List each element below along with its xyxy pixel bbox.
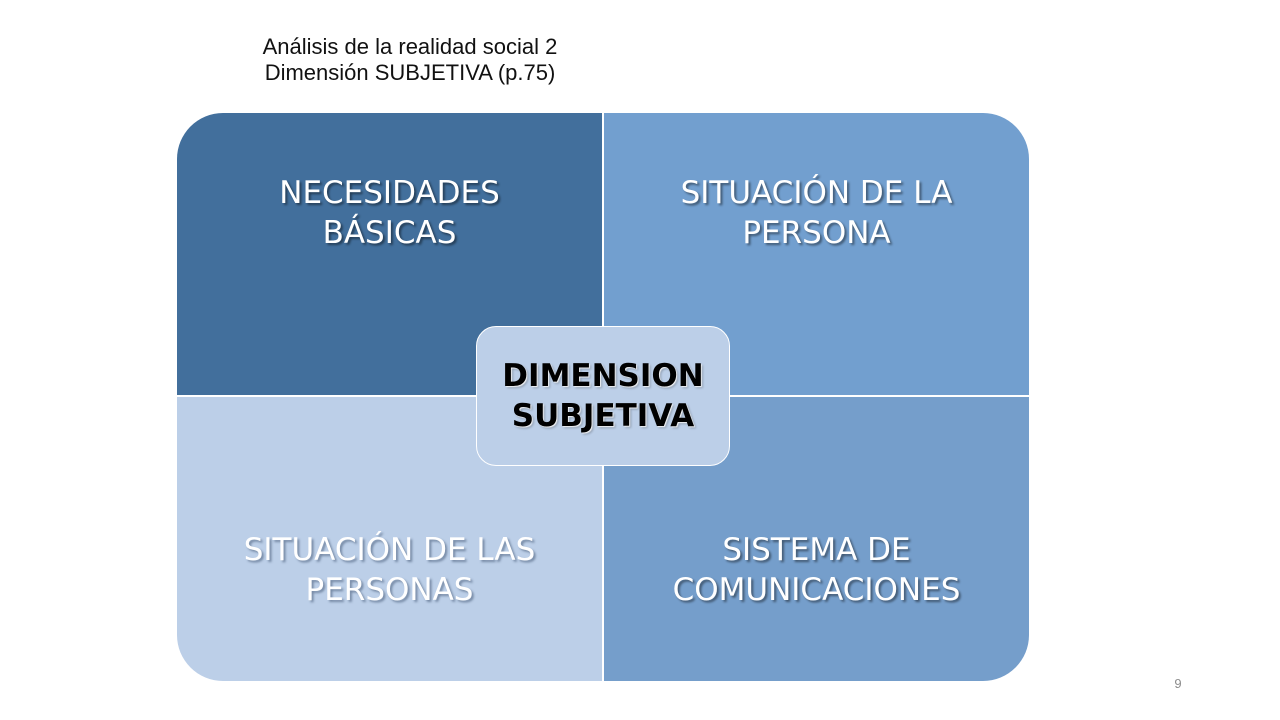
quadrant-label-line-1: SITUACIÓN DE LA bbox=[680, 175, 953, 211]
page-number: 9 bbox=[1174, 676, 1182, 691]
center-box-dimension-subjetiva: DIMENSION SUBJETIVA bbox=[476, 326, 730, 466]
quadrant-label-line-2: BÁSICAS bbox=[322, 215, 457, 251]
quadrant-label-line-2: PERSONA bbox=[742, 215, 891, 251]
slide-title-line-1: Análisis de la realidad social 2 bbox=[262, 34, 558, 59]
center-label-line-2: SUBJETIVA bbox=[511, 398, 695, 434]
quadrant-situacion-de-la-persona: SITUACIÓN DE LA PERSONA bbox=[604, 113, 1029, 396]
quadrant-label-line-2: COMUNICACIONES bbox=[672, 572, 961, 608]
slide-title-line-2: Dimensión SUBJETIVA (p.75) bbox=[264, 60, 556, 85]
quadrant-label-line-1: NECESIDADES bbox=[279, 175, 500, 211]
quadrant-necesidades-basicas: NECESIDADES BÁSICAS bbox=[177, 113, 603, 396]
quadrant-label-line-2: PERSONAS bbox=[305, 572, 474, 608]
slide-title: Análisis de la realidad social 2 Dimensi… bbox=[160, 34, 660, 86]
quadrant-label-line-1: SISTEMA DE bbox=[722, 532, 911, 568]
center-label-line-1: DIMENSION bbox=[502, 358, 704, 394]
matrix-diagram: NECESIDADES BÁSICAS SITUACIÓN DE LA PERS… bbox=[177, 113, 1029, 681]
quadrant-label-line-1: SITUACIÓN DE LAS bbox=[243, 532, 536, 568]
